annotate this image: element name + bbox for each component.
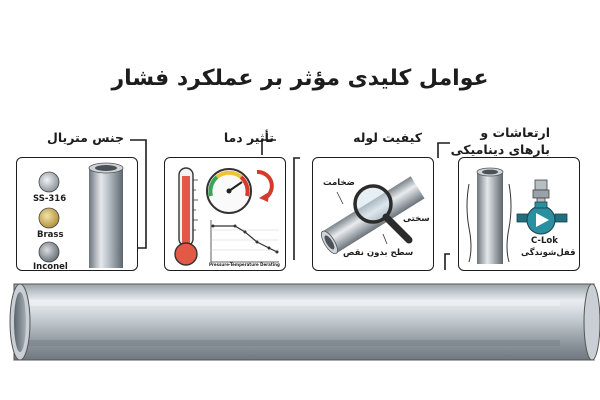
panel-temperature-title: تأثیر دما (223, 130, 274, 145)
panel-quality-title: کیفیت لوله (353, 130, 422, 145)
panel-temperature: Pressure-Temperature Derating (164, 157, 286, 271)
clok-label: C-Lok (531, 236, 558, 246)
pipe-icon (88, 162, 124, 268)
panel-vibration-title-line2: بارهای دینامیکی (450, 142, 550, 157)
panel-quality: ضخامت سختی سطح بدون نقص (312, 157, 434, 271)
panel-vibration-title-line1: ارتعاشات و (480, 125, 550, 140)
quality-surface-label: سطح بدون نقص (343, 248, 414, 258)
vibration-lines-icon (466, 183, 512, 263)
material-ss316-label: SS-316 (33, 194, 67, 204)
panel-material: SS-316 Brass Inconel (16, 157, 138, 271)
panel-vibration: C-Lok قفل‌شوندگی (458, 157, 580, 271)
pipe-icon (476, 167, 504, 264)
locking-label: قفل‌شوندگی (521, 248, 576, 258)
material-inconel-label: Inconel (33, 262, 68, 271)
thermometer-icon (174, 167, 198, 266)
quality-pointer-lines (336, 191, 388, 245)
panel-material-title: جنس متریال (47, 130, 124, 145)
quality-thickness-label: ضخامت (323, 178, 355, 188)
material-brass-label: Brass (37, 230, 64, 240)
derating-chart-caption: Pressure-Temperature Derating (209, 262, 280, 267)
page-title: عوامل کلیدی مؤثر بر عملکرد فشار (111, 66, 489, 91)
rising-arrow-icon (256, 170, 274, 202)
metal-sample-icon (38, 171, 60, 263)
derating-chart (210, 220, 279, 263)
quality-hardness-label: سختی (403, 214, 430, 224)
pump-icon (516, 201, 568, 235)
pressure-gauge-icon (206, 168, 252, 214)
magnifier-icon (353, 184, 413, 244)
